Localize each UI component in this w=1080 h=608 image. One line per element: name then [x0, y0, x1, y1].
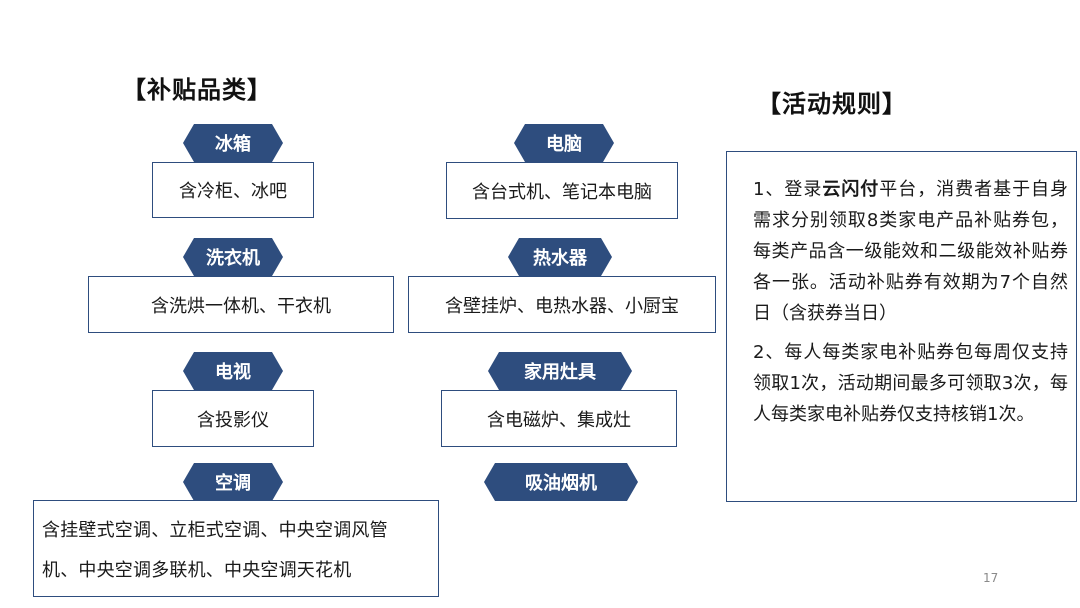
category-tag-washer: 洗衣机: [183, 238, 283, 276]
category-detail-water-heater: 含壁挂炉、电热水器、小厨宝: [408, 276, 716, 333]
category-tag-tv: 电视: [183, 352, 283, 390]
category-tag-water-heater: 热水器: [508, 238, 612, 276]
category-detail-stove: 含电磁炉、集成灶: [441, 390, 677, 447]
category-tag-fridge: 冰箱: [183, 124, 283, 162]
rule-1-text: 平台，消费者基于自身需求分别领取8类家电产品补贴券包，每类产品含一级能效和二级能…: [753, 179, 1069, 324]
rule-2: 2、每人每类家电补贴券包每周仅支持领取1次，活动期间最多可领取3次，每人每类家电…: [753, 342, 1068, 425]
category-detail-tv: 含投影仪: [152, 390, 314, 447]
page-number: 17: [983, 571, 999, 585]
rule-1-platform-name: 云闪付: [822, 179, 880, 200]
category-detail-computer: 含台式机、笔记本电脑: [446, 162, 678, 219]
category-detail-washer: 含洗烘一体机、干衣机: [88, 276, 394, 333]
rule-1-prefix: 1、登录: [753, 179, 823, 200]
activity-rules-title: 【活动规则】: [757, 90, 907, 118]
activity-rules-box: 1、登录云闪付平台，消费者基于自身需求分别领取8类家电产品补贴券包，每类产品含一…: [726, 151, 1077, 502]
category-detail-fridge: 含冷柜、冰吧: [152, 162, 314, 218]
category-detail-ac: 含挂壁式空调、立柜式空调、中央空调风管 机、中央空调多联机、中央空调天花机: [33, 500, 439, 597]
category-detail-ac-line-1: 含挂壁式空调、立柜式空调、中央空调风管: [42, 520, 388, 541]
category-tag-computer: 电脑: [514, 124, 614, 162]
subsidy-categories-title: 【补贴品类】: [122, 76, 272, 104]
rule-1: 1、登录云闪付平台，消费者基于自身需求分别领取8类家电产品补贴券包，每类产品含一…: [753, 174, 1068, 329]
category-detail-ac-line-2: 机、中央空调多联机、中央空调天花机: [42, 560, 352, 581]
category-tag-ac: 空调: [183, 463, 283, 501]
category-tag-stove: 家用灶具: [488, 352, 632, 390]
category-tag-range-hood: 吸油烟机: [484, 463, 638, 501]
